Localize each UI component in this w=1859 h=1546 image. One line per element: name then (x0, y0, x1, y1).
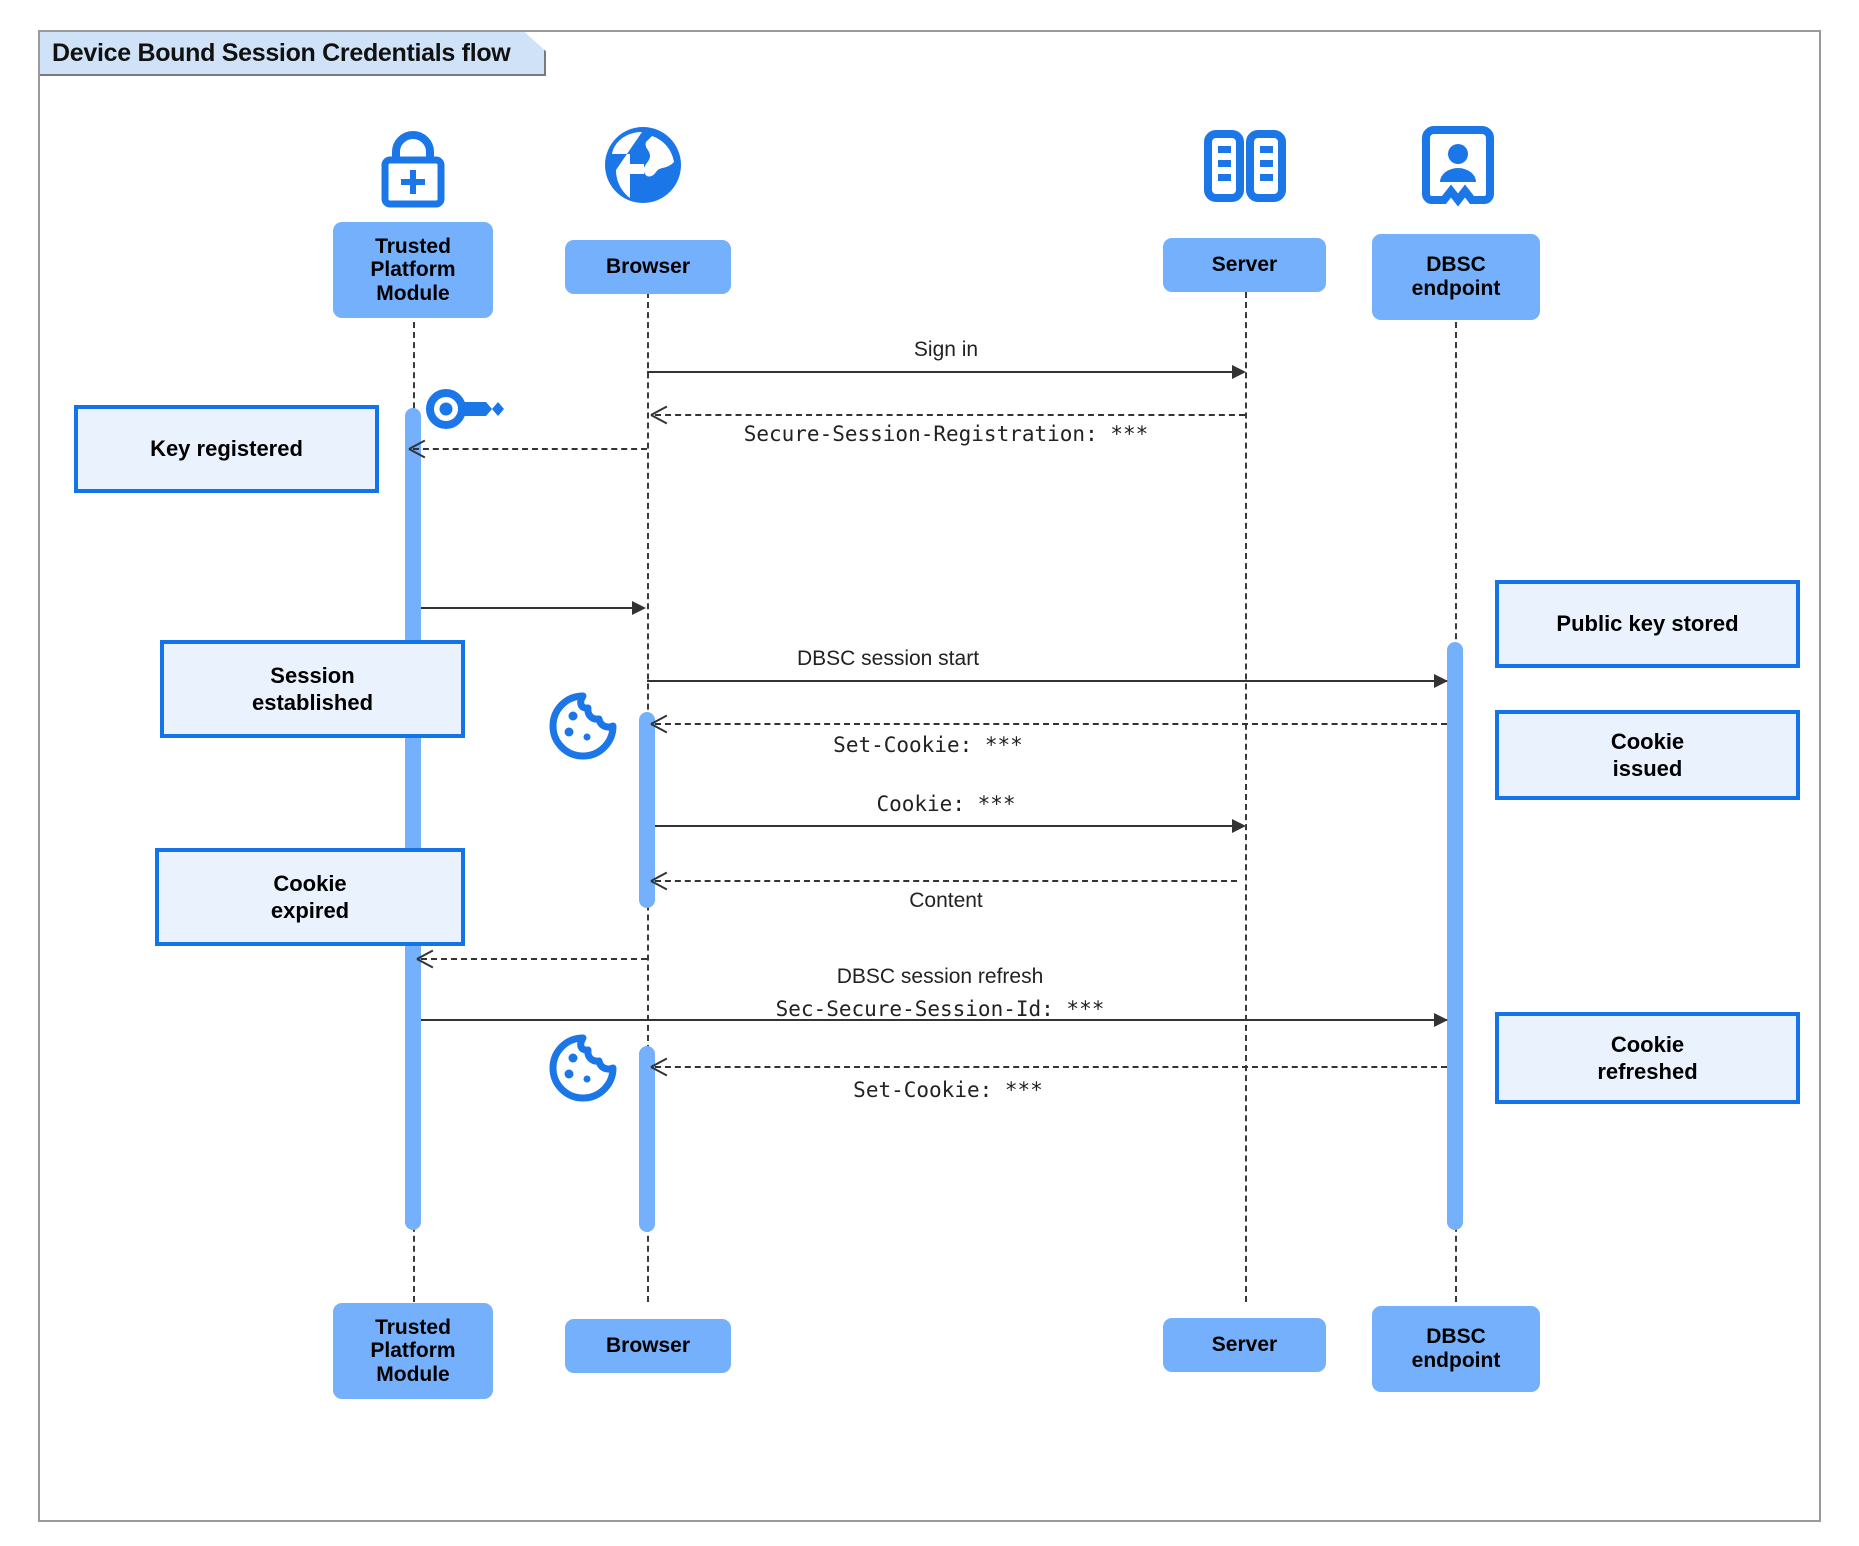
lifeline-server (1245, 292, 1247, 1302)
note-cookie-refreshed: Cookie refreshed (1495, 1012, 1800, 1104)
note-cookie-expired-line2: expired (270, 898, 350, 923)
message-label-dbsc-session-refresh: DBSC session refresh (836, 965, 1044, 988)
message-label-set-cookie-1: Set-Cookie: *** (833, 733, 1023, 757)
note-cookie-issued: Cookie issued (1495, 710, 1800, 800)
participant-browser-top[interactable]: Browser (565, 240, 731, 294)
activation-browser-1 (639, 712, 655, 908)
message-label-sec-secure-session-id: Sec-Secure-Session-Id: *** (775, 997, 1105, 1021)
participant-tpm-bottom[interactable]: Trusted Platform Module (333, 1303, 493, 1399)
participant-dbsc-bottom-line2: endpoint (1411, 1349, 1501, 1372)
message-arrowhead-secure-session-registration (651, 406, 667, 422)
note-session-established-line2: established (251, 690, 374, 715)
participant-dbsc-bottom[interactable]: DBSC endpoint (1372, 1306, 1540, 1392)
message-line-content (655, 880, 1237, 882)
message-label-content: Content (909, 889, 983, 912)
participant-server-bottom[interactable]: Server (1163, 1318, 1326, 1372)
participant-tpm-label-line1: Trusted (375, 234, 451, 258)
note-public-key-stored-label: Public key stored (1556, 611, 1739, 637)
key-icon (424, 385, 506, 435)
note-public-key-stored: Public key stored (1495, 580, 1800, 668)
message-arrowhead-cookie (1232, 819, 1246, 833)
cookie-icon (547, 690, 619, 762)
message-arrowhead-dbsc-session-start (1434, 674, 1448, 688)
message-label-set-cookie-2: Set-Cookie: *** (853, 1078, 1043, 1102)
message-arrowhead-register-key-to-tpm (409, 440, 425, 456)
note-key-registered-label: Key registered (150, 436, 303, 462)
message-line-tpm-to-browser-key (421, 607, 637, 609)
cookie-icon (547, 1032, 619, 1104)
participant-dbsc-bottom-line1: DBSC (1426, 1325, 1486, 1349)
note-cookie-refreshed-line1: Cookie (1610, 1031, 1685, 1057)
message-arrowhead-content (651, 872, 667, 888)
message-line-secure-session-registration (655, 414, 1245, 416)
id-badge-icon (1420, 126, 1496, 208)
note-cookie-issued-line2: issued (1612, 756, 1683, 781)
message-label-sign-in: Sign in (913, 338, 979, 361)
message-line-sign-in (647, 371, 1237, 373)
message-arrowhead-dbsc-session-refresh (1434, 1013, 1448, 1027)
participant-tpm-label-line2: Platform (370, 258, 456, 282)
participant-server-bottom-label: Server (1211, 1333, 1278, 1357)
activation-tpm (405, 408, 421, 1230)
note-key-registered: Key registered (74, 405, 379, 493)
message-line-dbsc-session-start (647, 680, 1447, 682)
message-line-register-key-to-tpm (413, 448, 647, 450)
note-session-established-line1: Session (270, 662, 355, 688)
message-label-secure-session-registration: Secure-Session-Registration: *** (743, 422, 1149, 446)
message-line-dbsc-session-refresh (421, 1019, 1447, 1021)
activation-browser-2 (639, 1046, 655, 1232)
participant-tpm-bottom-line1: Trusted (375, 1315, 451, 1339)
participant-tpm-bottom-line2: Platform (370, 1339, 456, 1363)
activation-dbsc (1447, 642, 1463, 1230)
note-cookie-expired-line1: Cookie (273, 870, 347, 896)
participant-tpm-top[interactable]: Trusted Platform Module (333, 222, 493, 318)
participant-dbsc-top[interactable]: DBSC endpoint (1372, 234, 1540, 320)
message-arrowhead-browser-to-tpm-sign (417, 950, 433, 966)
note-session-established: Session established (160, 640, 465, 738)
message-label-dbsc-session-start: DBSC session start (796, 647, 980, 670)
server-rack-icon (1200, 128, 1290, 204)
participant-browser-bottom-label: Browser (605, 1334, 691, 1358)
note-cookie-refreshed-line2: refreshed (1597, 1059, 1698, 1084)
message-arrowhead-set-cookie-1 (651, 715, 667, 731)
lock-plus-icon (370, 128, 456, 208)
message-label-cookie: Cookie: *** (876, 792, 1016, 816)
participant-browser-label: Browser (605, 255, 691, 279)
participant-tpm-bottom-line3: Module (376, 1362, 450, 1386)
participant-server-label: Server (1211, 253, 1278, 277)
note-cookie-expired: Cookie expired (155, 848, 465, 946)
diagram-title: Device Bound Session Credentials flow (40, 32, 546, 76)
participant-dbsc-label-line2: endpoint (1411, 277, 1501, 300)
message-line-cookie (655, 825, 1237, 827)
note-cookie-issued-line1: Cookie (1610, 728, 1685, 754)
globe-icon (600, 122, 686, 208)
message-line-set-cookie-1 (655, 723, 1447, 725)
message-line-set-cookie-2 (655, 1066, 1447, 1068)
participant-tpm-label-line3: Module (376, 281, 450, 305)
participant-server-top[interactable]: Server (1163, 238, 1326, 292)
message-arrowhead-set-cookie-2 (651, 1058, 667, 1074)
participant-dbsc-label-line1: DBSC (1426, 253, 1486, 277)
participant-browser-bottom[interactable]: Browser (565, 1319, 731, 1373)
message-arrowhead-sign-in (1232, 365, 1246, 379)
message-line-browser-to-tpm-sign (421, 958, 647, 960)
message-arrowhead-tpm-to-browser-key (632, 601, 646, 615)
